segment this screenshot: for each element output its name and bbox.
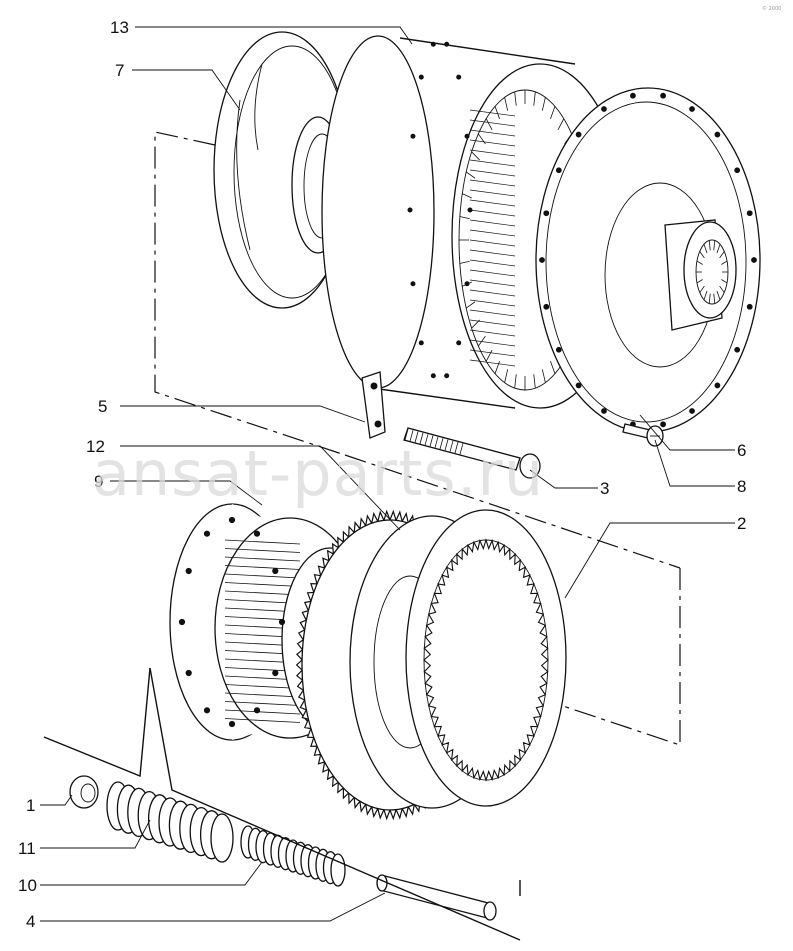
assembly-axis-lines — [43, 131, 681, 941]
part-1-ring — [69, 775, 99, 809]
callout-labels: 13 7 5 12 9 6 3 8 2 1 11 10 4 — [18, 18, 746, 931]
part-6-flange-plate — [407, 41, 761, 433]
callout-1: 1 — [26, 796, 35, 815]
part-10-small-spring — [240, 825, 346, 887]
callout-12: 12 — [86, 437, 105, 456]
callout-11: 11 — [18, 839, 36, 858]
callout-3: 3 — [600, 479, 609, 498]
part-8-screw — [622, 423, 664, 447]
part-3-bolt — [403, 427, 541, 479]
callout-9: 9 — [94, 472, 103, 491]
part-4-pin — [376, 874, 497, 921]
corner-mark: © 2000 — [762, 5, 781, 12]
part-11-large-spring — [106, 781, 234, 863]
callout-13: 13 — [110, 18, 129, 37]
callout-6: 6 — [737, 441, 746, 460]
callout-7: 7 — [115, 61, 124, 80]
watermark: ansat-parts.ru — [92, 437, 544, 510]
callout-10: 10 — [18, 876, 37, 895]
part-2-friction-disc — [405, 509, 567, 807]
callout-8: 8 — [737, 477, 746, 496]
part-5-clip — [361, 371, 386, 439]
callout-2: 2 — [737, 514, 746, 533]
leader-lines — [40, 26, 735, 922]
callout-5: 5 — [98, 397, 107, 416]
callout-4: 4 — [26, 912, 35, 931]
